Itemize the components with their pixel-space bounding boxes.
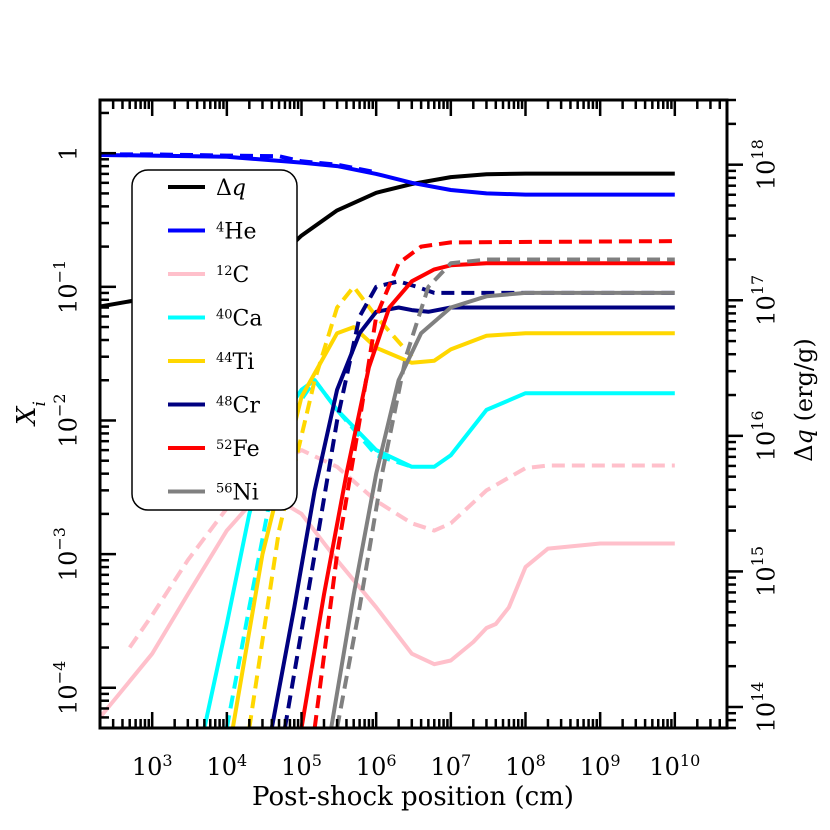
series-he4-dashed (100, 152, 377, 175)
series-c12-dashed (128, 448, 675, 649)
y-left-tick-label: 10−4 (50, 661, 83, 715)
legend-box (131, 169, 298, 511)
y-right-tick-label: 1018 (748, 139, 781, 190)
y-right-tick-label: 1017 (748, 275, 781, 326)
y-left-tick-label: 10−3 (50, 527, 83, 581)
series-fe52-solid (299, 261, 675, 728)
y-left-tick-label: 10−1 (50, 260, 83, 314)
x-axis-label: Post-shock position (cm) (252, 782, 574, 812)
x-tick-label: 104 (206, 751, 247, 782)
series-ti44-dashed (247, 284, 414, 728)
series-cr48-dashed (282, 279, 675, 728)
series-ni56-solid (329, 290, 675, 728)
series-fe52-dashed (312, 239, 675, 728)
plot-area (100, 152, 675, 728)
x-tick-label: 109 (580, 751, 621, 782)
y-right-tick-label: 1015 (748, 546, 781, 597)
plot-frame (98, 98, 729, 730)
y-right-axis-label: Δq (erg/g) (790, 338, 818, 462)
x-tick-label: 1010 (649, 751, 700, 782)
x-tick-label: 106 (356, 751, 397, 782)
series-c12-solid (100, 488, 675, 719)
x-tick-label: 107 (430, 751, 471, 782)
y-right-tick-label: 1016 (748, 410, 781, 461)
series-cr48-solid (269, 305, 675, 728)
series-ti44-solid (230, 325, 675, 728)
y-right-tick-label: 1014 (748, 682, 781, 733)
legend-label-dq: Δq (216, 176, 246, 201)
y-left-tick-label: 1 (55, 146, 83, 161)
y-left-axis-label: Xi (12, 401, 50, 427)
x-tick-label: 103 (132, 751, 173, 782)
x-tick-label: 108 (505, 751, 546, 782)
series-ni56-dashed (335, 257, 675, 728)
y-left-tick-label: 10−2 (50, 393, 83, 447)
x-tick-label: 105 (281, 751, 322, 782)
